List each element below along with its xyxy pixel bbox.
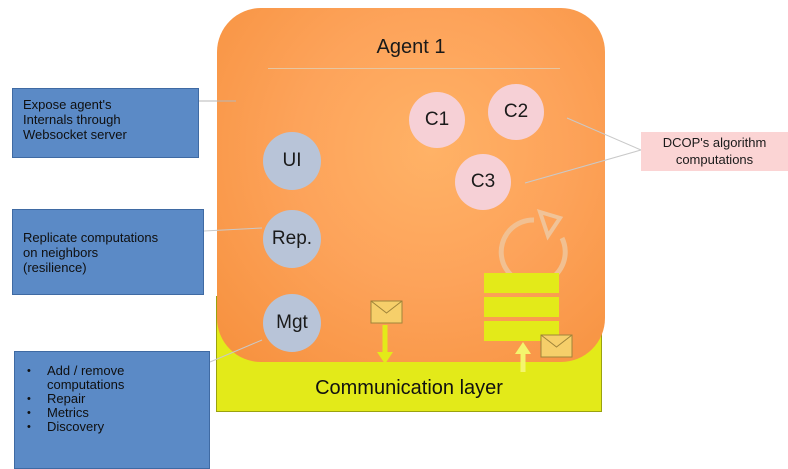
outgoing-message-envelope-icon bbox=[370, 300, 403, 324]
expose-internals-callout: Expose agent's Internals through Websock… bbox=[12, 88, 199, 158]
management-feature-item: Add / remove bbox=[23, 364, 201, 379]
management-feature-text: computations bbox=[47, 377, 125, 392]
communication-layer-label: Communication layer bbox=[315, 377, 503, 399]
computation-c2-label: C2 bbox=[503, 101, 529, 122]
agent-title: Agent 1 bbox=[376, 36, 446, 58]
ui-component-circle: UI bbox=[263, 132, 321, 190]
callout-line: (resilience) bbox=[23, 260, 87, 275]
computation-c1-circle: C1 bbox=[409, 92, 465, 148]
management-feature-item-continued: computations bbox=[23, 378, 201, 392]
callout-line: computations bbox=[675, 152, 754, 167]
callout-line: on neighbors bbox=[23, 245, 99, 260]
message-queue-slot bbox=[484, 297, 559, 317]
callout-line: Internals through bbox=[23, 112, 121, 127]
management-connector-line bbox=[209, 339, 263, 363]
callout-line: Replicate computations bbox=[23, 230, 159, 245]
dcop-computations-callout: DCOP's algorithm computations bbox=[641, 132, 788, 171]
computation-c2-circle: C2 bbox=[488, 84, 544, 140]
computation-c3-circle: C3 bbox=[455, 154, 511, 210]
message-queue-slot bbox=[484, 321, 559, 341]
callout-line: Websocket server bbox=[23, 127, 127, 142]
incoming-arrow-head bbox=[515, 342, 531, 354]
replication-callout: Replicate computations on neighbors (res… bbox=[12, 209, 204, 295]
management-feature-item: Repair bbox=[23, 392, 201, 407]
callout-line: Expose agent's bbox=[23, 97, 112, 112]
ui-component-label: UI bbox=[282, 150, 302, 171]
processing-cycle-arrowhead bbox=[536, 208, 564, 241]
dcop-connector-c3 bbox=[524, 149, 642, 184]
management-component-label: Mgt bbox=[276, 312, 308, 333]
agent-title-divider bbox=[268, 68, 560, 69]
management-feature-item: Discovery bbox=[23, 420, 201, 435]
outgoing-arrow-head bbox=[377, 352, 393, 364]
dcop-connector-c2 bbox=[566, 117, 642, 151]
management-feature-list: Add / remove computations Repair Metrics… bbox=[23, 364, 201, 435]
replication-component-label: Rep. bbox=[271, 228, 313, 249]
callout-line: DCOP's algorithm bbox=[662, 135, 767, 150]
replication-component-circle: Rep. bbox=[263, 210, 321, 268]
computation-c1-label: C1 bbox=[424, 109, 450, 130]
incoming-message-envelope-icon bbox=[540, 334, 573, 358]
management-component-circle: Mgt bbox=[263, 294, 321, 352]
management-callout: Add / remove computations Repair Metrics… bbox=[14, 351, 210, 469]
message-queue-slot bbox=[484, 273, 559, 293]
replicate-connector-line bbox=[203, 227, 263, 232]
computation-c3-label: C3 bbox=[470, 171, 496, 192]
management-feature-item: Metrics bbox=[23, 406, 201, 421]
